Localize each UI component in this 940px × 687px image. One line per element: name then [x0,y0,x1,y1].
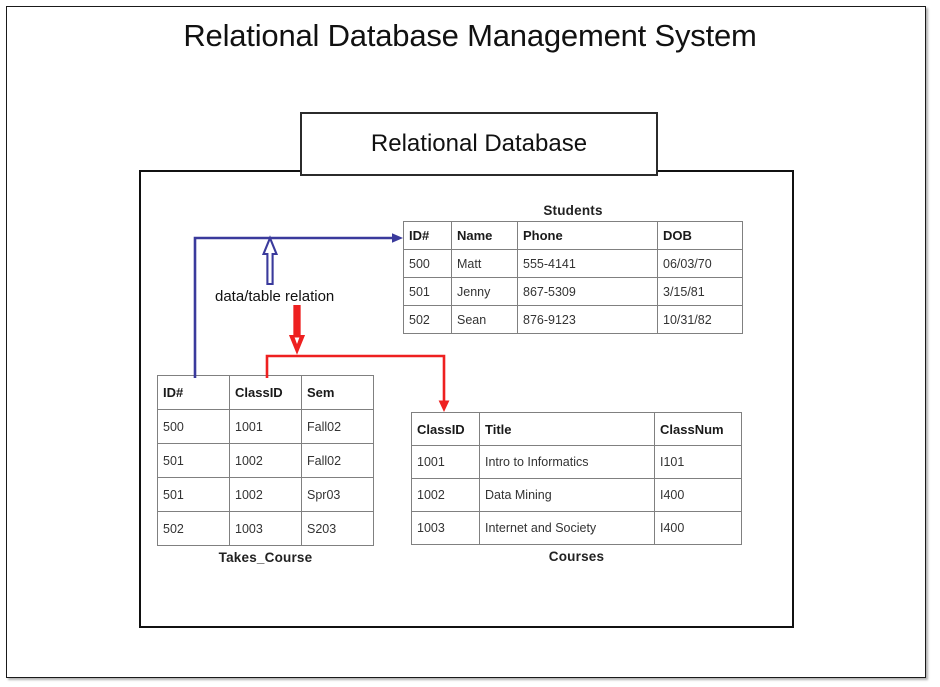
cell-classid: 1001 [411,445,480,479]
table-row: 501 Jenny 867-5309 3/15/81 [403,277,743,306]
takes-course-table-caption: Takes_Course [218,550,313,565]
cell-phone: 876-9123 [517,305,658,334]
table-header-row: ClassID Title ClassNum [411,412,742,446]
table-row: 500 Matt 555-4141 06/03/70 [403,249,743,278]
table-row: 502 1003 S203 [157,511,374,546]
takes-course-table-block: ID# ClassID Sem 500 1001 Fall02 501 1002… [157,375,374,565]
relational-database-box: Relational Database [300,112,658,176]
cell-classid: 1002 [411,478,480,512]
courses-table-caption: Courses [548,549,605,564]
cell-classid: 1003 [229,511,302,546]
column-header-id: ID# [157,375,230,410]
cell-phone: 555-4141 [517,249,658,278]
cell-dob: 10/31/82 [657,305,743,334]
column-header-classid: ClassID [411,412,480,446]
column-header-id: ID# [403,221,452,250]
column-header-dob: DOB [657,221,743,250]
cell-id: 501 [157,477,230,512]
cell-title: Intro to Informatics [479,445,655,479]
relation-label: data/table relation [215,288,335,305]
courses-table-block: ClassID Title ClassNum 1001 Intro to Inf… [411,412,742,564]
cell-dob: 06/03/70 [657,249,743,278]
students-table: ID# Name Phone DOB 500 Matt 555-4141 06/… [403,221,743,334]
column-header-name: Name [451,221,518,250]
column-header-phone: Phone [517,221,658,250]
students-table-caption: Students [543,203,603,218]
cell-sem: Fall02 [301,443,374,478]
column-header-title: Title [479,412,655,446]
table-row: 502 Sean 876-9123 10/31/82 [403,305,743,334]
table-row: 501 1002 Spr03 [157,477,374,512]
cell-sem: S203 [301,511,374,546]
cell-id: 502 [403,305,452,334]
table-row: 500 1001 Fall02 [157,409,374,444]
cell-classnum: I400 [654,478,742,512]
courses-table: ClassID Title ClassNum 1001 Intro to Inf… [411,412,742,545]
cell-id: 500 [403,249,452,278]
cell-phone: 867-5309 [517,277,658,306]
cell-classnum: I101 [654,445,742,479]
table-header-row: ID# Name Phone DOB [403,221,743,250]
table-row: 501 1002 Fall02 [157,443,374,478]
cell-classid: 1002 [229,443,302,478]
cell-id: 501 [157,443,230,478]
students-table-block: Students ID# Name Phone DOB 500 Matt 555… [403,203,743,334]
column-header-classid: ClassID [229,375,302,410]
cell-name: Sean [451,305,518,334]
cell-dob: 3/15/81 [657,277,743,306]
cell-title: Data Mining [479,478,655,512]
cell-id: 500 [157,409,230,444]
cell-sem: Fall02 [301,409,374,444]
relational-database-label: Relational Database [370,130,588,157]
cell-title: Internet and Society [479,511,655,545]
column-header-sem: Sem [301,375,374,410]
page-title: Relational Database Management System [183,18,757,53]
cell-classid: 1003 [411,511,480,545]
table-header-row: ID# ClassID Sem [157,375,374,410]
column-header-classnum: ClassNum [654,412,742,446]
table-row: 1001 Intro to Informatics I101 [411,445,742,479]
cell-classid: 1002 [229,477,302,512]
table-row: 1002 Data Mining I400 [411,478,742,512]
cell-name: Matt [451,249,518,278]
table-row: 1003 Internet and Society I400 [411,511,742,545]
cell-sem: Spr03 [301,477,374,512]
cell-classnum: I400 [654,511,742,545]
cell-name: Jenny [451,277,518,306]
cell-id: 501 [403,277,452,306]
takes-course-table: ID# ClassID Sem 500 1001 Fall02 501 1002… [157,375,374,546]
cell-id: 502 [157,511,230,546]
cell-classid: 1001 [229,409,302,444]
